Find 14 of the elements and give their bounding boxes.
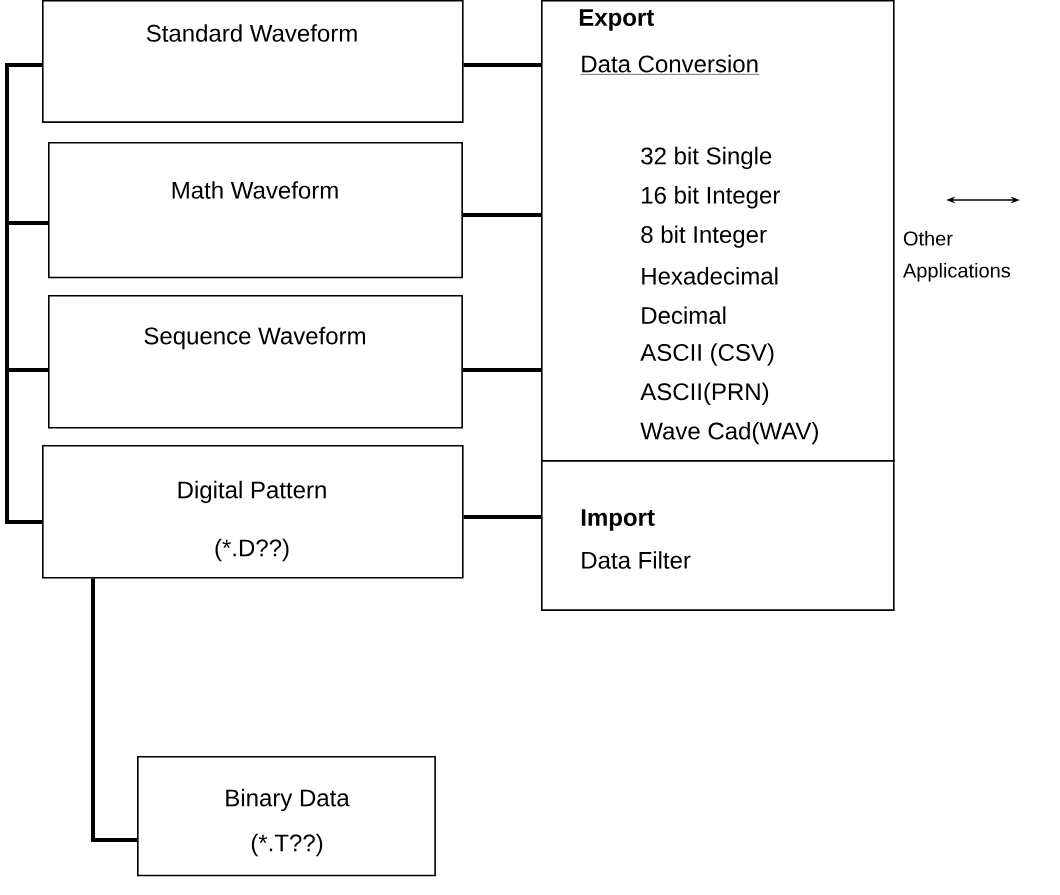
import-box: Import Data Filter bbox=[541, 460, 895, 611]
connector-line bbox=[463, 515, 541, 519]
waveform-box: Standard Waveform bbox=[42, 0, 464, 123]
export-box: Export Data Conversion 32 bit Single 16 bit Integer 8 bit Integer Hexadecimal Decimal ASCII (CSV) ASCII(PRN) Wave Cad(WAV) bbox=[541, 0, 895, 462]
connector-line bbox=[463, 63, 541, 67]
data-box: Binary Data (*.T??) bbox=[137, 756, 436, 877]
connector-line bbox=[462, 368, 541, 372]
connector-line bbox=[5, 368, 48, 524]
pattern-box: Digital Pattern (*.D??) bbox=[42, 445, 464, 579]
waveform-box: Sequence Waveform bbox=[48, 295, 463, 429]
connector-line bbox=[462, 213, 541, 217]
connector-line bbox=[91, 578, 137, 842]
waveform-box: Math Waveform bbox=[48, 142, 463, 279]
text-label: Other Applications bbox=[903, 230, 1010, 282]
